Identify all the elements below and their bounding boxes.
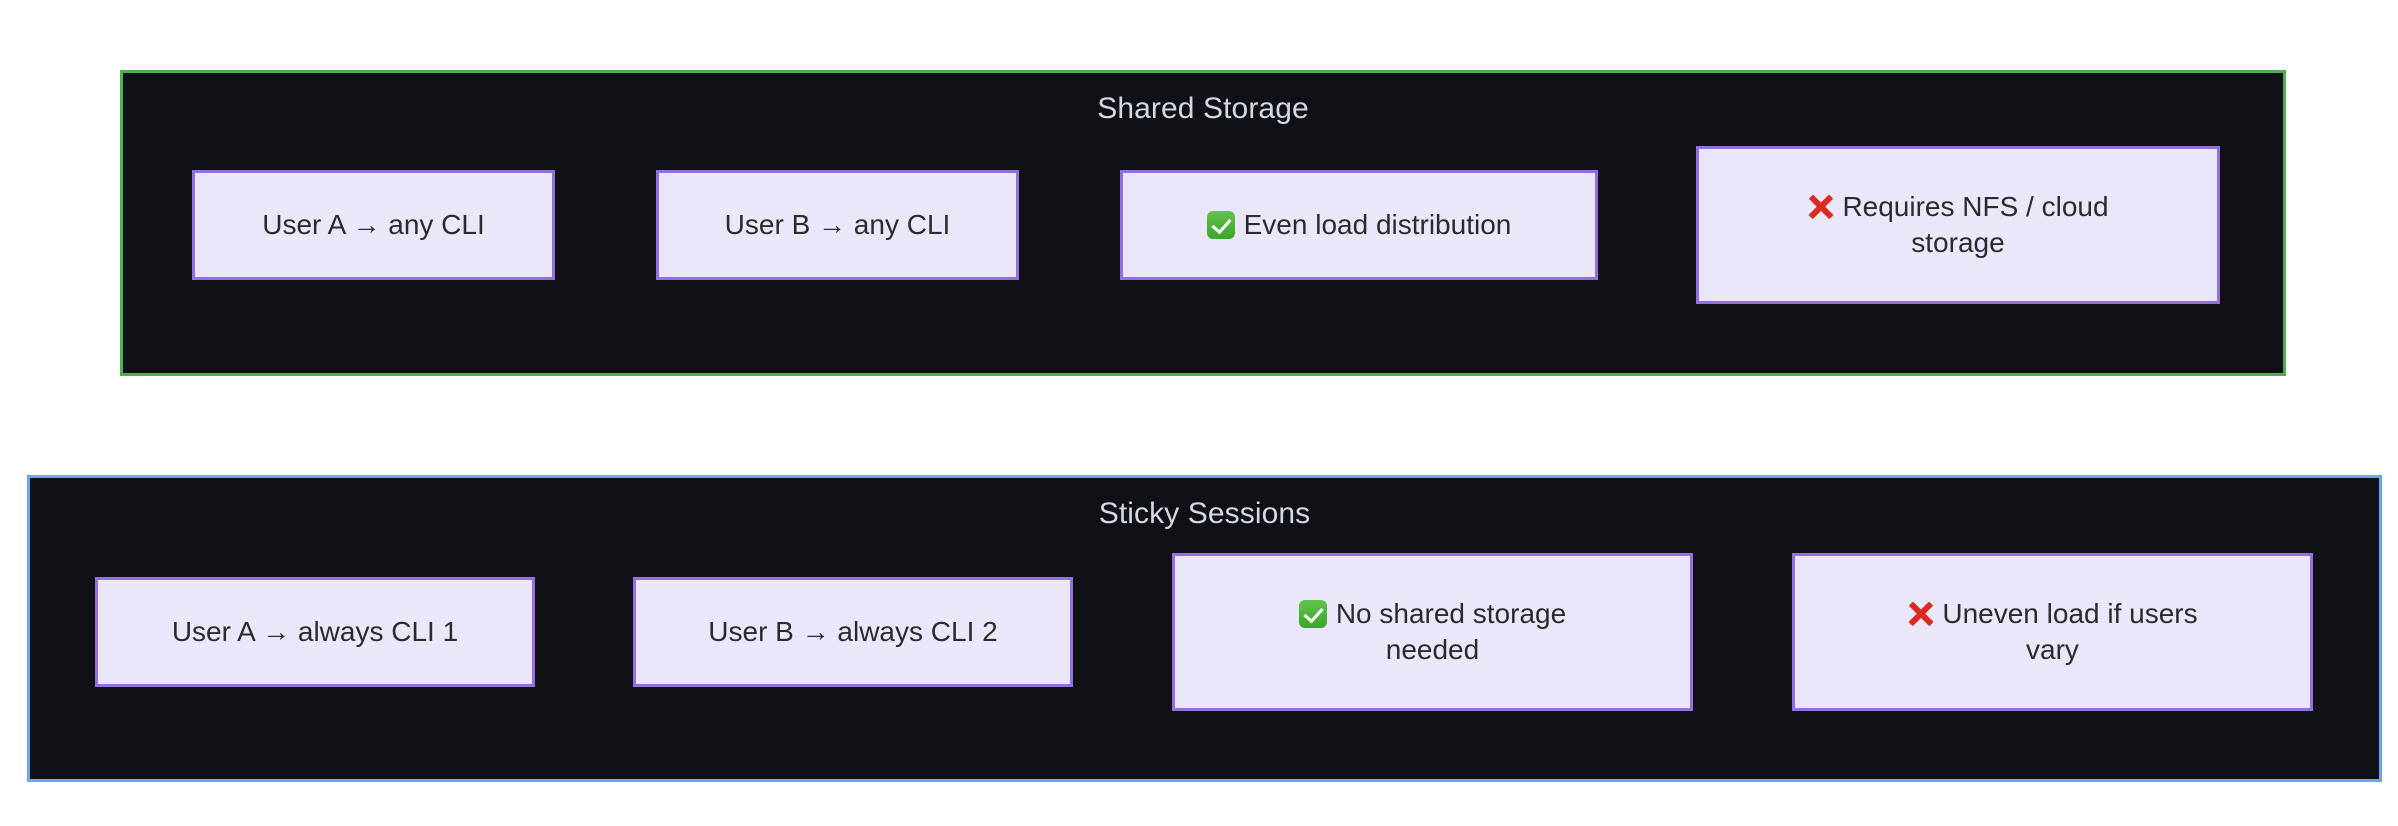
subgraph-shared-storage: Shared Storage User A → any CLI User B →…	[120, 70, 2286, 376]
subgraph-title-shared-storage: Shared Storage	[1097, 92, 1309, 125]
node-label: User A → always CLI 1	[171, 616, 459, 648]
subgraph-title-sticky-sessions: Sticky Sessions	[1098, 497, 1311, 530]
node-label-row-1: Uneven load if users	[1907, 596, 2197, 632]
node-label: Even load distribution	[1243, 209, 1512, 241]
node-user-b-any-cli[interactable]: User B → any CLI	[656, 170, 1019, 280]
node-label-row: Even load distribution	[1206, 207, 1512, 243]
node-even-load-distribution[interactable]: Even load distribution	[1120, 170, 1598, 280]
check-mark-button-icon	[1298, 600, 1327, 629]
node-label-row-1: No shared storage	[1298, 596, 1567, 632]
check-mark-button-icon	[1206, 210, 1235, 239]
node-user-a-always-cli-1[interactable]: User A → always CLI 1	[95, 577, 535, 687]
node-label-line-2: vary	[2026, 634, 2079, 665]
node-uneven-load-if-users-vary[interactable]: Uneven load if users vary	[1792, 553, 2313, 711]
subgraph-sticky-sessions: Sticky Sessions User A → always CLI 1 Us…	[27, 475, 2382, 782]
node-label: User B → always CLI 2	[708, 616, 998, 648]
node-label: User B → any CLI	[724, 209, 951, 241]
node-label-line-2: storage	[1911, 227, 2005, 258]
node-label-line-1: No shared storage	[1335, 598, 1567, 630]
node-no-shared-storage-needed[interactable]: No shared storage needed	[1172, 553, 1693, 711]
node-requires-nfs-cloud-storage[interactable]: Requires NFS / cloud storage	[1696, 146, 2220, 304]
node-user-a-any-cli[interactable]: User A → any CLI	[192, 170, 555, 280]
node-label-block: Uneven load if users vary	[1907, 596, 2197, 668]
node-label-line-1: Requires NFS / cloud	[1842, 191, 2109, 223]
node-label-line-1: Uneven load if users	[1942, 598, 2198, 630]
node-label-row-1: Requires NFS / cloud	[1807, 189, 2108, 225]
node-user-b-always-cli-2[interactable]: User B → always CLI 2	[633, 577, 1073, 687]
node-label-block: No shared storage needed	[1298, 596, 1567, 668]
node-label-block: Requires NFS / cloud storage	[1807, 189, 2108, 261]
node-label-line-2: needed	[1385, 634, 1480, 665]
cross-mark-icon	[1907, 601, 1934, 628]
node-label: User A → any CLI	[262, 209, 485, 241]
cross-mark-icon	[1807, 194, 1834, 221]
